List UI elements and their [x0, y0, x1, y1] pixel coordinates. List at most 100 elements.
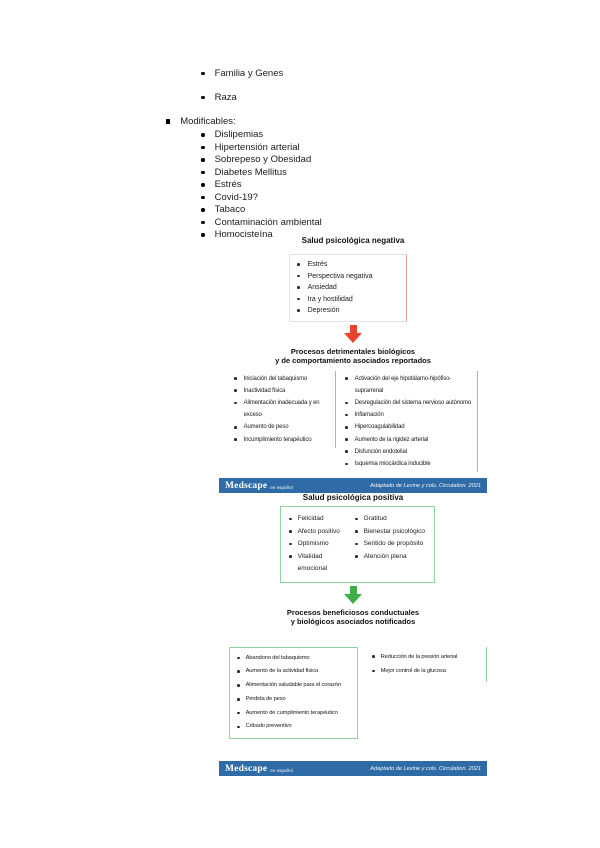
list-item: Isquemia miocárdica inducible	[345, 458, 477, 470]
list-item-text: Incumplimiento terapéutico	[243, 436, 312, 443]
bullet-icon	[237, 684, 240, 687]
list-item: Tabaco	[201, 204, 322, 217]
list-item: Cribado preventivo	[230, 720, 357, 734]
square-bullet-icon	[166, 119, 171, 124]
bullet-icon	[237, 656, 240, 660]
modifiable-label: Modificables:	[180, 116, 236, 127]
heading-line-2: y de comportamiento asociados reportados	[275, 356, 431, 365]
bullet-icon	[237, 725, 240, 729]
bullet-icon	[297, 309, 300, 312]
modifiable-factors-list: Dislipemias Hipertensión arterial Sobrep…	[0, 129, 322, 242]
medscape-logo: Medscape	[225, 763, 268, 774]
list-item-text: Bienestar psicológico	[363, 527, 426, 535]
list-item-text: Perspectiva negativa	[307, 272, 373, 280]
list-item-text: Aumento de peso	[243, 424, 289, 431]
list-item-text: Covid-19?	[214, 191, 258, 203]
red-down-arrow-icon	[343, 324, 363, 343]
bullet-icon	[201, 208, 205, 212]
bullet-icon	[237, 698, 240, 701]
bullet-icon	[345, 462, 348, 466]
bullet-icon	[355, 530, 358, 533]
list-item-text: Aumento de la actividad física	[245, 668, 319, 675]
list-item-text: Hipertensión arterial	[214, 141, 300, 153]
bullet-icon	[355, 542, 358, 546]
list-item: Sobrepeso y Obesidad	[201, 154, 322, 167]
list-item-text: Raza	[214, 92, 237, 103]
bullet-icon	[234, 401, 237, 405]
list-item: Contaminación ambiental	[201, 217, 322, 230]
list-item-text: Activación del eje hipotálamo-hipófiso-s…	[354, 375, 452, 394]
list-item: Alimentación inadecuada y en exceso	[234, 397, 335, 421]
list-item-text: Diabetes Mellitus	[214, 166, 287, 178]
list-item-text: Aumento de cumplimiento terapéutico	[245, 709, 338, 716]
figure-source-credit: Adaptado de Levine y cols. Circulation. …	[370, 765, 481, 772]
positive-factors-box: Felicidad Afecto positivo Optimismo Vita…	[280, 506, 435, 583]
list-item-text: Hipercoagulabilidad	[354, 424, 405, 431]
list-item: Inflamación	[345, 409, 477, 421]
list-item: Abandono del tabaquismo	[230, 652, 357, 666]
list-item: Hipertensión arterial	[201, 142, 322, 155]
bullet-icon	[297, 274, 300, 278]
bullet-icon	[345, 450, 348, 453]
medscape-footer-bar: Medscape en español Adaptado de Levine y…	[219, 761, 487, 777]
list-item: Diabetes Mellitus	[201, 167, 322, 180]
list-item: Dislipemias	[201, 129, 322, 142]
figure-source-credit: Adaptado de Levine y cols. Circulation. …	[370, 482, 481, 489]
list-item-text: Alimentación saludable para el corazón	[245, 682, 342, 689]
list-item-text: Afecto positivo	[297, 527, 340, 535]
list-item-text: Vitalidad emocional	[297, 552, 328, 573]
figure-heading: Procesos beneficiosos conductuales y bio…	[219, 608, 487, 627]
bullet-icon	[234, 438, 237, 441]
list-item: Optimismo	[289, 538, 351, 551]
bullet-icon	[372, 655, 375, 658]
list-item: Estrés	[290, 259, 406, 271]
list-item-text: Ansiedad	[307, 284, 337, 291]
list-item-text: Alimentación inadecuada y en exceso	[243, 399, 320, 419]
bullet-icon	[345, 425, 348, 429]
inherited-factors-list: Familia y Genes Raza	[0, 68, 322, 103]
bullet-icon	[289, 542, 292, 546]
medscape-logo: Medscape	[225, 480, 268, 491]
process-columns: Abandono del tabaquismo Aumento de la ac…	[219, 631, 487, 756]
list-item: Afecto positivo	[289, 526, 351, 539]
bullet-icon	[201, 158, 205, 162]
list-item-text: Optimismo	[297, 540, 329, 547]
list-item: Depresión	[290, 305, 406, 317]
medscape-logo-suffix: en español	[270, 485, 293, 491]
biological-processes-list: Activación del eje hipotálamo-hipófiso-s…	[336, 370, 478, 473]
bullet-icon	[234, 425, 237, 429]
list-item-text: Sentido de propósito	[363, 540, 424, 547]
bullet-icon	[201, 195, 205, 200]
bullet-icon	[297, 297, 300, 301]
list-item-text: Estrés	[214, 179, 242, 190]
list-item-text: Abandono del tabaquismo	[245, 654, 310, 661]
green-down-arrow-icon	[343, 585, 363, 604]
list-item: Estrés	[201, 179, 322, 192]
arrow-head	[344, 332, 362, 343]
bullet-icon	[201, 71, 205, 76]
figure-heading: Procesos detrimentales biológicos y de c…	[219, 347, 487, 366]
list-item-text: Estrés	[307, 261, 328, 268]
list-item-text: Tabaco	[214, 204, 246, 215]
list-item: Familia y Genes	[201, 68, 322, 79]
positive-factors-col1: Felicidad Afecto positivo Optimismo Vita…	[289, 513, 351, 576]
list-item: Felicidad	[289, 513, 351, 526]
list-item: Homocisteína	[201, 229, 322, 242]
list-item: Gratitud	[355, 513, 434, 526]
list-item-text: Isquemia miocárdica inducible	[354, 460, 431, 467]
list-item-text: Mejor control de la glucosa	[380, 668, 446, 674]
list-item: Pérdida de peso	[230, 693, 357, 707]
bullet-icon	[289, 555, 292, 558]
arrow-stem	[349, 324, 357, 333]
figure-negative-psych-health: Salud psicológica negativa Estrés Perspe…	[219, 236, 487, 494]
list-item: Aumento de la rigidez arterial	[345, 434, 477, 446]
list-item: Mejor control de la glucosa	[370, 664, 486, 679]
arrow-stem	[349, 585, 357, 594]
bullet-icon	[201, 95, 205, 100]
bullet-icon	[237, 711, 240, 715]
list-item-text: Atención plena	[363, 552, 407, 560]
list-item: Aumento de la actividad física	[230, 665, 357, 679]
bullet-icon	[345, 377, 348, 380]
list-item: Bienestar psicológico	[355, 526, 434, 539]
figure-title: Salud psicológica negativa	[301, 236, 405, 245]
